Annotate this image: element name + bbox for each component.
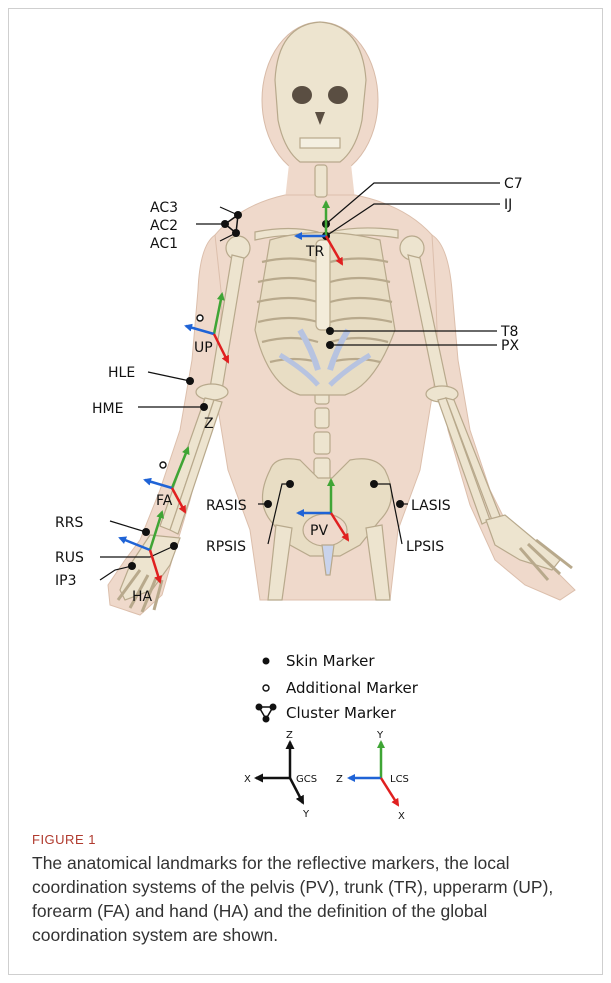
label-c7: C7	[504, 176, 523, 192]
legend-cluster-label: Cluster Marker	[286, 704, 397, 722]
legend-cluster-icon	[256, 704, 277, 723]
legend-additional-label: Additional Marker	[286, 679, 419, 697]
segment-z: Z	[204, 416, 214, 432]
legend-skin-label: Skin Marker	[286, 652, 375, 670]
label-rus: RUS	[55, 550, 84, 566]
label-hle: HLE	[108, 365, 135, 381]
label-ij: IJ	[504, 197, 512, 213]
segment-up: UP	[194, 340, 213, 356]
legend-skin-dot	[263, 658, 270, 665]
gcs-diagram: Z X Y GCS	[244, 730, 317, 820]
label-ac1: AC1	[150, 236, 178, 252]
gcs-y: Y	[302, 809, 310, 820]
gcs-z: Z	[286, 730, 293, 741]
anatomy-figure: AC3 AC2 AC1 HLE HME RRS RUS IP3 RASIS RP…	[0, 0, 611, 830]
segment-tr: TR	[305, 244, 325, 260]
segment-fa: FA	[156, 493, 173, 509]
segment-ha: HA	[132, 589, 153, 605]
label-px: PX	[501, 338, 519, 354]
lcs-z: Z	[336, 774, 343, 785]
label-ac2: AC2	[150, 218, 178, 234]
lcs-name: LCS	[390, 774, 409, 785]
lcs-x: X	[398, 811, 405, 822]
segment-pv: PV	[310, 523, 328, 539]
gcs-x: X	[244, 774, 251, 785]
label-rasis: RASIS	[206, 498, 247, 514]
label-lpsis: LPSIS	[406, 539, 444, 555]
label-hme: HME	[92, 401, 123, 417]
label-lasis: LASIS	[411, 498, 451, 514]
lcs-diagram: Y Z X LCS	[336, 730, 409, 822]
figure-caption: The anatomical landmarks for the reflect…	[32, 851, 580, 947]
label-ip3: IP3	[55, 573, 76, 589]
lcs-y: Y	[376, 730, 384, 741]
label-ac3: AC3	[150, 200, 178, 216]
label-rpsis: RPSIS	[206, 539, 246, 555]
skeleton	[118, 22, 572, 612]
legend: Skin Marker Additional Marker Cluster Ma…	[256, 652, 419, 723]
legend-additional-dot	[263, 685, 269, 691]
label-rrs: RRS	[55, 515, 83, 531]
figure-label: FIGURE 1	[32, 832, 96, 847]
gcs-name: GCS	[296, 774, 317, 785]
